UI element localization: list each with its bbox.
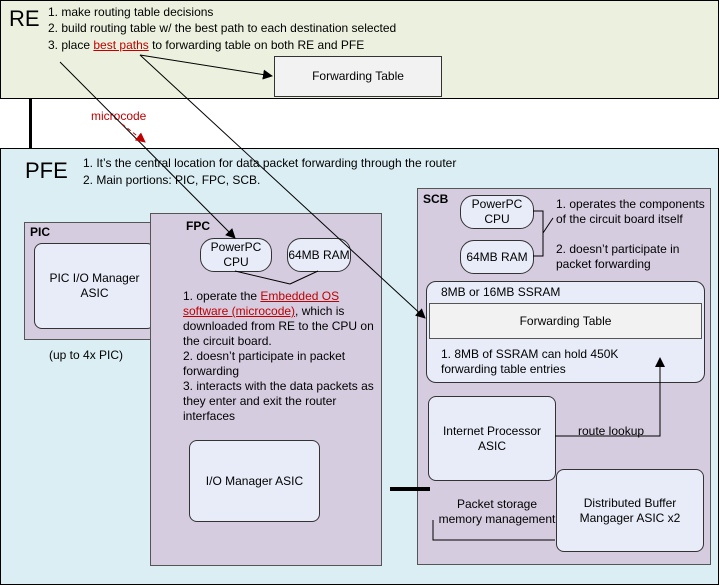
pic-title: PIC (30, 225, 51, 239)
ssram-box: 8MB or 16MB SSRAM Forwarding Table 1. 8M… (426, 281, 705, 383)
packet-storage-label: Packet storage memory management (438, 497, 556, 526)
pfe-title: PFE (25, 158, 68, 183)
scb-desc-1: 1. operates the components of the circui… (556, 197, 705, 226)
re-region: RE 1. make routing table decisions 2. bu… (0, 0, 719, 99)
re-item-3-prefix: 3. place (48, 38, 94, 52)
scb-cpu: PowerPC CPU (460, 195, 534, 229)
best-paths-link[interactable]: best paths (93, 38, 149, 52)
scb-desc-2: 2. doesn’t participate in packet forward… (556, 242, 680, 271)
fpc-desc-3: 3. interacts with the data packets as th… (183, 379, 374, 423)
fpc-desc-1: 1. operate the Embedded OS software (mic… (183, 289, 383, 349)
route-lookup-label: route lookup (578, 424, 645, 438)
scb-title: SCB (423, 192, 449, 206)
ssram-title: 8MB or 16MB SSRAM (441, 285, 561, 299)
ssram-note: 1. 8MB of SSRAM can hold 450K forwarding… (441, 347, 619, 376)
fpc-cpu: PowerPC CPU (200, 238, 272, 272)
pfe-item-1: 1. It’s the central location for data pa… (83, 156, 457, 170)
pic-box: PIC PIC I/O Manager ASIC (24, 222, 165, 340)
pfe-item-2: 2. Main portions: PIC, FPC, SCB. (83, 173, 261, 187)
fpc-io-manager: I/O Manager ASIC (189, 440, 320, 522)
scb-forwarding-table: Forwarding Table (429, 303, 702, 339)
re-title: RE (9, 6, 40, 31)
fpc-ram: 64MB RAM (287, 238, 351, 272)
microcode-dashed-arrow (121, 123, 146, 143)
pic-io-manager: PIC I/O Manager ASIC (34, 243, 155, 329)
pic-note: (up to 4x PIC) (49, 348, 124, 362)
re-item-2: 2. build routing table w/ the best path … (48, 21, 397, 35)
microcode-label: microcode (91, 109, 147, 123)
fpc-box: FPC PowerPC CPU 64MB RAM 1. operate the … (150, 213, 382, 566)
distributed-buffer-manager-asic: Distributed Buffer Mangager ASIC x2 (556, 469, 704, 552)
re-forwarding-table: Forwarding Table (274, 56, 442, 97)
re-item-1: 1. make routing table decisions (48, 5, 214, 19)
re-item-3-suffix: to forwarding table on both RE and PFE (148, 38, 365, 52)
fpc-desc-1-prefix: 1. operate the (183, 289, 261, 303)
re-item-3: 3. place best paths to forwarding table … (48, 38, 364, 53)
internet-processor-asic: Internet Processor ASIC (428, 396, 556, 481)
fpc-desc-2: 2. doesn’t participate in packet forward… (183, 349, 346, 378)
scb-ram: 64MB RAM (460, 240, 534, 274)
re-pfe-connector (29, 99, 32, 148)
fpc-title: FPC (186, 219, 210, 233)
scb-box: SCB PowerPC CPU 64MB RAM 1. operates the… (417, 188, 711, 565)
